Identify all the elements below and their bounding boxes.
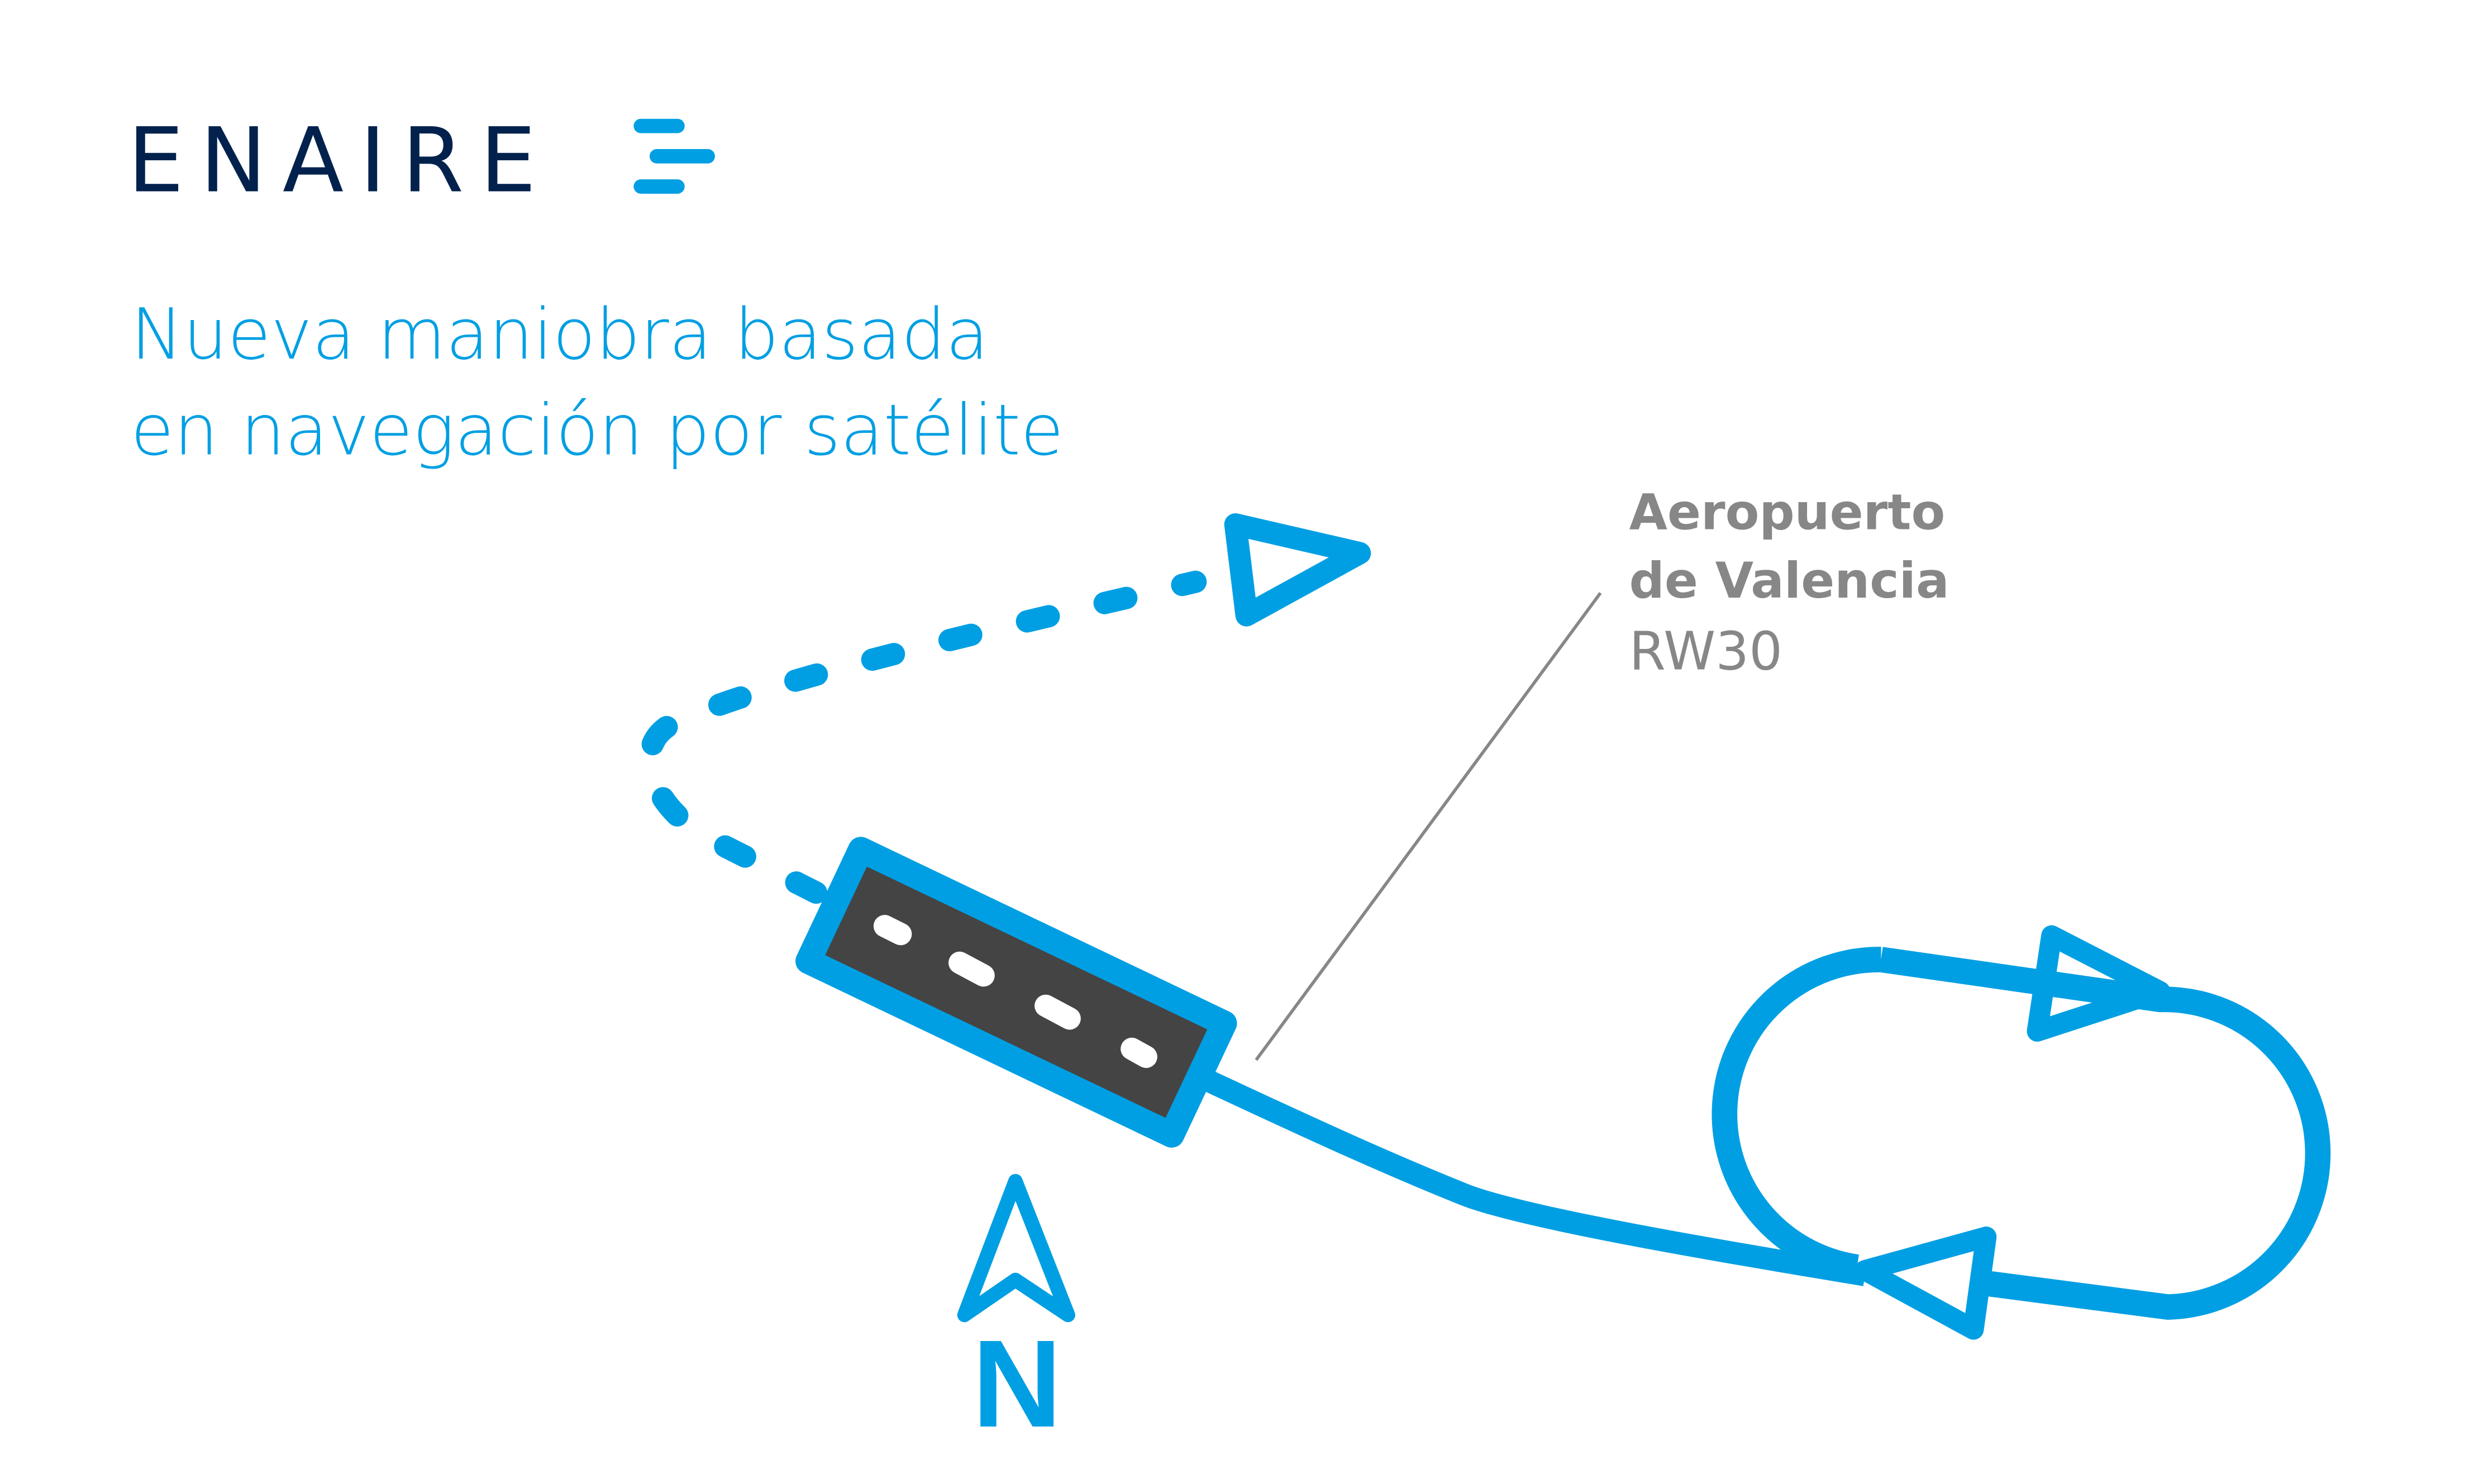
logo-text: ENAIRE [127,109,552,213]
enaire-logo: ENAIRE [127,109,715,213]
label-leader-line [1255,591,1602,1061]
title-line-1: Nueva maniobra basada [131,293,989,375]
holding-loop [1712,947,2331,1320]
holding-arrow-top-icon [2027,925,2171,1042]
title-line-2: en navegación por satélite [131,389,1064,471]
runway-label: RW30 [1629,622,1783,683]
runway-centerline [873,915,1157,1068]
north-label: N [972,1314,1062,1453]
runway [795,837,1237,1148]
departure-path-dashed [638,570,1207,904]
departure-arrow-icon [1224,513,1371,627]
airport-label-line-1: Aeropuerto [1629,484,1946,541]
north-arrow-icon [957,1173,1075,1323]
holding-arrow-bottom-icon [1855,1227,1997,1340]
airport-label-line-2: de Valencia [1629,552,1949,609]
logo-bars-icon [633,118,715,194]
approach-path [1203,1070,1867,1286]
